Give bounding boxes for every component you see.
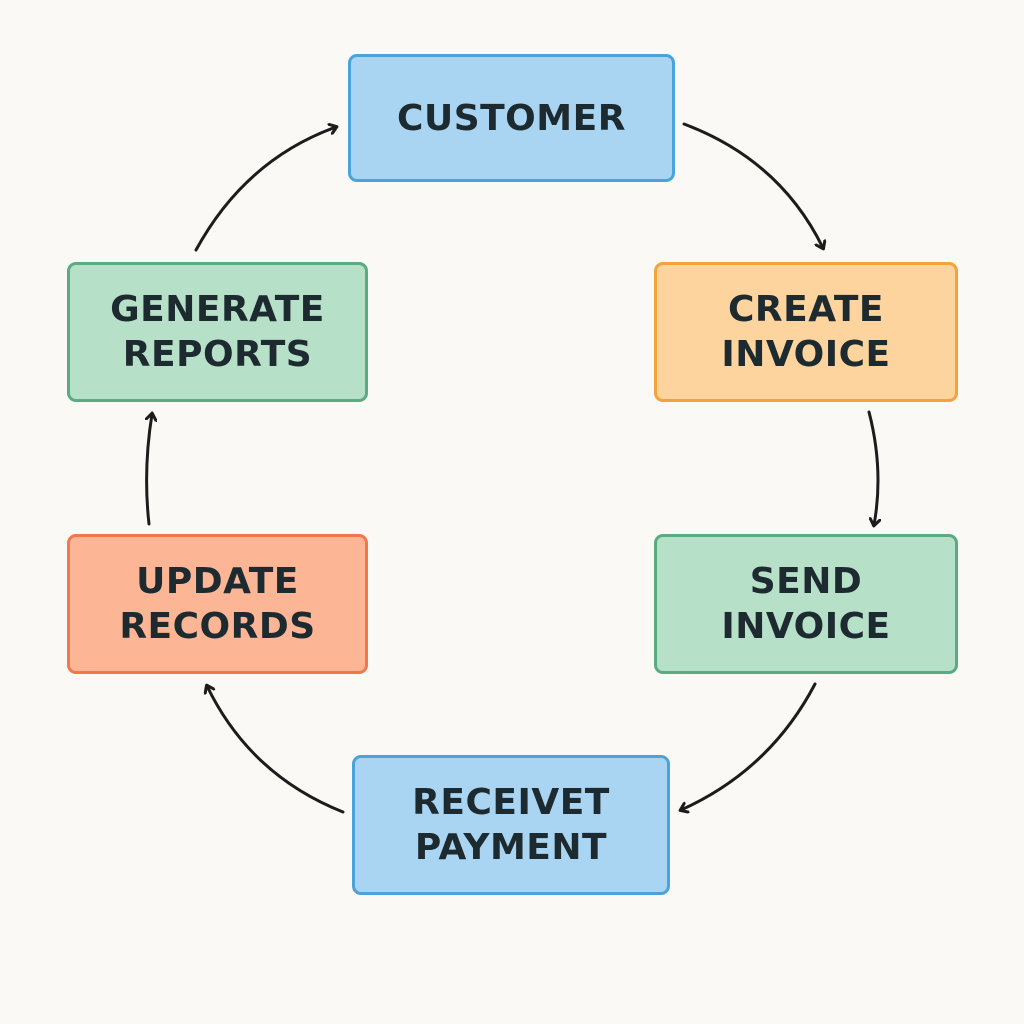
node-receive-payment-label: RECEIVET PAYMENT bbox=[412, 782, 610, 868]
arrow-generate-reports-to-customer bbox=[194, 127, 336, 252]
node-send-invoice: SEND INVOICE bbox=[654, 534, 958, 674]
node-send-invoice-label: SEND INVOICE bbox=[721, 561, 891, 647]
node-create-invoice-label: CREATE INVOICE bbox=[721, 289, 891, 375]
node-customer: CUSTOMER bbox=[348, 54, 675, 182]
node-update-records: UPDATE RECORDS bbox=[67, 534, 368, 674]
arrow-update-records-to-generate-reports bbox=[147, 414, 152, 526]
node-create-invoice: CREATE INVOICE bbox=[654, 262, 958, 402]
arrow-customer-to-create-invoice bbox=[682, 122, 823, 248]
node-update-records-label: UPDATE RECORDS bbox=[119, 561, 316, 647]
node-customer-label: CUSTOMER bbox=[397, 97, 626, 139]
arrow-send-invoice-to-receive-payment bbox=[681, 682, 817, 810]
arrow-receive-payment-to-update-records bbox=[207, 686, 345, 814]
node-receive-payment: RECEIVET PAYMENT bbox=[352, 755, 670, 895]
node-generate-reports-label: GENERATE REPORTS bbox=[110, 289, 325, 375]
arrow-create-invoice-to-send-invoice bbox=[867, 410, 878, 525]
node-generate-reports: GENERATE REPORTS bbox=[67, 262, 368, 402]
